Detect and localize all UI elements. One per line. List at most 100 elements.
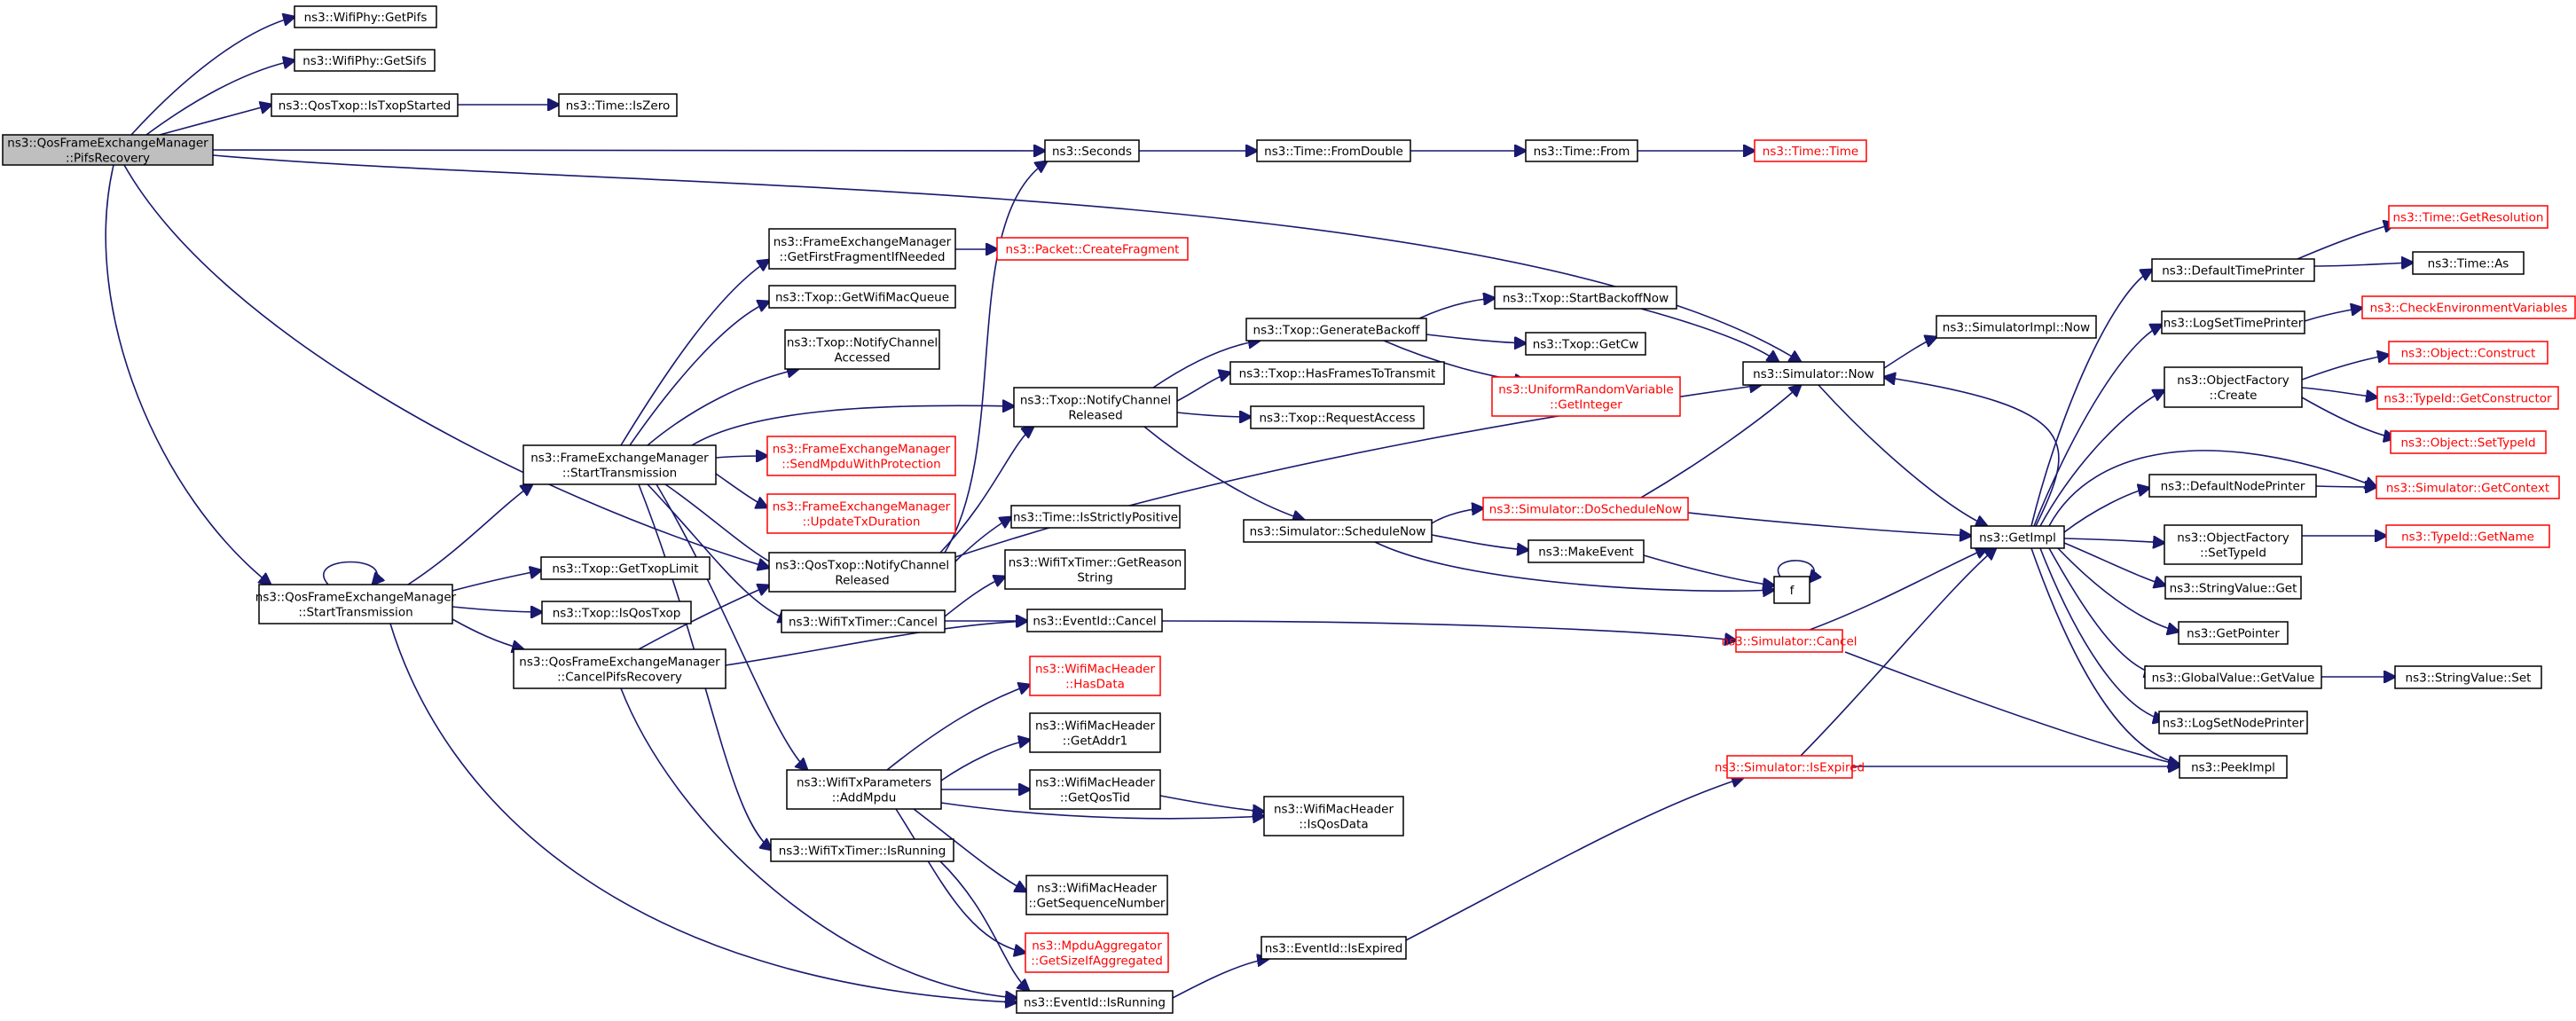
edge-qosfem_start-to-qosfem_start	[323, 561, 377, 585]
node-checkenv[interactable]: ns3::CheckEnvironmentVariables	[2361, 295, 2576, 319]
node-label: ns3::LogSetNodePrinter	[2163, 717, 2305, 731]
node-obj_construct[interactable]: ns3::Object::Construct	[2388, 341, 2549, 365]
node-getconstructor[interactable]: ns3::TypeId::GetConstructor	[2376, 386, 2559, 410]
node-getaddr1[interactable]: ns3::WifiMacHeader::GetAddr1	[1029, 712, 1161, 753]
node-getseqnum[interactable]: ns3::WifiMacHeader::GetSequenceNumber	[1025, 875, 1168, 915]
node-fem_start[interactable]: ns3::FrameExchangeManager::StartTransmis…	[522, 444, 717, 485]
node-doschednow[interactable]: ns3::Simulator::DoScheduleNow	[1482, 497, 1689, 521]
node-f[interactable]: f	[1773, 576, 1810, 604]
node-stringvalue_get[interactable]: ns3::StringValue::Get	[2164, 576, 2302, 600]
node-sim_expired[interactable]: ns3::Simulator::IsExpired	[1715, 755, 1865, 779]
node-gettxoplimit[interactable]: ns3::Txop::GetTxopLimit	[540, 556, 711, 580]
node-fromdouble[interactable]: ns3::Time::FromDouble	[1256, 139, 1411, 162]
node-label: ns3::Time::As	[2428, 257, 2509, 271]
node-getfirstfrag[interactable]: ns3::FrameExchangeManager::GetFirstFragm…	[768, 228, 956, 270]
node-seconds[interactable]: ns3::Seconds	[1044, 139, 1140, 162]
node-getimpl[interactable]: ns3::GetImpl	[1970, 525, 2065, 549]
edge-schednow-to-f	[1374, 541, 1774, 591]
node-logsetnodeprinter[interactable]: ns3::LogSetNodePrinter	[2158, 711, 2308, 734]
node-createfrag[interactable]: ns3::Packet::CreateFragment	[996, 237, 1189, 261]
edge-line	[323, 561, 377, 585]
node-qosfem_start[interactable]: ns3::QosFrameExchangeManager::StartTrans…	[255, 584, 457, 624]
node-obj_settypeid[interactable]: ns3::Object::SetTypeId	[2390, 430, 2547, 454]
node-box	[2388, 205, 2549, 229]
node-eventid_expired[interactable]: ns3::EventId::IsExpired	[1261, 936, 1407, 960]
node-getsizeifagg[interactable]: ns3::MpduAggregator::GetSizeIfAggregated	[1025, 932, 1169, 973]
edge-qostxop_released-to-seconds	[944, 161, 1047, 554]
node-getcw[interactable]: ns3::Txop::GetCw	[1525, 332, 1646, 356]
node-istxopstarted[interactable]: ns3::QosTxop::IsTxopStarted	[271, 93, 459, 117]
node-from[interactable]: ns3::Time::From	[1525, 139, 1638, 162]
node-iszero[interactable]: ns3::Time::IsZero	[558, 93, 678, 117]
node-simnow[interactable]: ns3::Simulator::Now	[1742, 361, 1885, 386]
node-defaulttimeprinter[interactable]: ns3::DefaultTimePrinter	[2151, 258, 2315, 282]
node-txtimer_cancel[interactable]: ns3::WifiTxTimer::Cancel	[781, 609, 946, 633]
edge-addmpdu-to-getseqnum	[913, 808, 1026, 891]
node-defaultnodeprinter[interactable]: ns3::DefaultNodePrinter	[2148, 474, 2317, 498]
node-sim_getcontext[interactable]: ns3::Simulator::GetContext	[2376, 475, 2560, 499]
node-cancelpifs[interactable]: ns3::QosFrameExchangeManager::CancelPifs…	[513, 648, 726, 689]
edge-line	[620, 260, 769, 446]
edge-simnow-to-getimpl	[1818, 384, 1987, 526]
edge-line	[2297, 224, 2395, 260]
edge-line	[1152, 341, 1260, 389]
node-eventid_running[interactable]: ns3::EventId::IsRunning	[1016, 990, 1174, 1014]
node-time[interactable]: ns3::Time::Time	[1754, 139, 1867, 162]
node-isqosdata[interactable]: ns3::WifiMacHeader::IsQosData	[1263, 796, 1404, 836]
node-stringvalue_set[interactable]: ns3::StringValue::Set	[2394, 665, 2542, 689]
node-root[interactable]: ns3::QosFrameExchangeManager::PifsRecove…	[2, 134, 214, 166]
node-eventid_cancel[interactable]: ns3::EventId::Cancel	[1026, 609, 1163, 632]
node-getwifimacqueue[interactable]: ns3::Txop::GetWifiMacQueue	[768, 285, 956, 309]
node-reqaccess[interactable]: ns3::Txop::RequestAccess	[1250, 405, 1425, 429]
node-getsifs[interactable]: ns3::WifiPhy::GetSifs	[294, 49, 436, 72]
node-sim_cancel[interactable]: ns3::Simulator::Cancel	[1721, 629, 1857, 653]
edge-startbackoff-to-simnow	[1640, 308, 1779, 362]
node-box	[1494, 286, 1677, 310]
node-makeevent[interactable]: ns3::MakeEvent	[1528, 539, 1645, 563]
node-peekimpl[interactable]: ns3::PeekImpl	[2179, 755, 2288, 779]
node-getpifs[interactable]: ns3::WifiPhy::GetPifs	[294, 5, 437, 28]
node-objfactory_settypeid[interactable]: ns3::ObjectFactory::SetTypeId	[2164, 524, 2303, 565]
node-box	[1263, 796, 1404, 836]
node-uniform[interactable]: ns3::UniformRandomVariable::GetInteger	[1491, 376, 1681, 417]
node-objfactory_create[interactable]: ns3::ObjectFactory::Create	[2164, 366, 2303, 408]
node-txtimer_running[interactable]: ns3::WifiTxTimer::IsRunning	[770, 838, 954, 862]
node-simimplnow[interactable]: ns3::SimulatorImpl::Now	[1936, 315, 2097, 339]
edge-fem_start-to-txop_released	[691, 405, 1014, 446]
node-box	[294, 5, 437, 28]
node-getresolution[interactable]: ns3::Time::GetResolution	[2388, 205, 2549, 229]
node-label: ns3::PeekImpl	[2191, 761, 2275, 775]
node-timeas[interactable]: ns3::Time::As	[2412, 251, 2525, 275]
edge-txtimer_cancel-to-getreason	[944, 577, 1005, 617]
node-box	[540, 556, 711, 580]
node-globalvalue_getvalue[interactable]: ns3::GlobalValue::GetValue	[2144, 665, 2322, 689]
edge-line	[2048, 547, 2156, 674]
node-label: ns3::Txop::StartBackoffNow	[1503, 292, 1669, 306]
node-box	[996, 237, 1189, 261]
node-getpointer[interactable]: ns3::GetPointer	[2178, 621, 2289, 645]
node-hasdata[interactable]: ns3::WifiMacHeader::HasData	[1029, 656, 1161, 696]
node-label: ns3::WifiMacHeader	[1035, 776, 1156, 790]
node-isqostxop[interactable]: ns3::Txop::IsQosTxop	[541, 601, 692, 624]
node-updatetx[interactable]: ns3::FrameExchangeManager::UpdateTxDurat…	[766, 493, 956, 534]
edge-line	[130, 17, 295, 136]
node-strictlypos[interactable]: ns3::Time::IsStrictlyPositive	[1010, 505, 1181, 529]
node-schednow[interactable]: ns3::Simulator::ScheduleNow	[1243, 519, 1433, 543]
node-getqostid[interactable]: ns3::WifiMacHeader::GetQosTid	[1029, 769, 1161, 810]
edge-qosfem_start-to-fem_start	[407, 484, 532, 585]
node-box	[784, 329, 940, 370]
node-sendmpdu[interactable]: ns3::FrameExchangeManager::SendMpduWithP…	[766, 436, 956, 476]
node-hasframes[interactable]: ns3::Txop::HasFramesToTransmit	[1229, 361, 1445, 385]
node-genbackoff[interactable]: ns3::Txop::GenerateBackoff	[1245, 318, 1427, 342]
node-addmpdu[interactable]: ns3::WifiTxParameters::AddMpdu	[786, 769, 942, 810]
node-box	[768, 552, 956, 593]
node-logsettimeprinter[interactable]: ns3::LogSetTimePrinter	[2161, 310, 2305, 334]
node-label: ns3::QosFrameExchangeManager	[7, 137, 208, 151]
edge-objfactory_create-to-getconstructor	[2301, 387, 2377, 397]
node-typeid_getname[interactable]: ns3::TypeId::GetName	[2385, 524, 2550, 548]
node-startbackoff[interactable]: ns3::Txop::StartBackoffNow	[1494, 286, 1677, 310]
